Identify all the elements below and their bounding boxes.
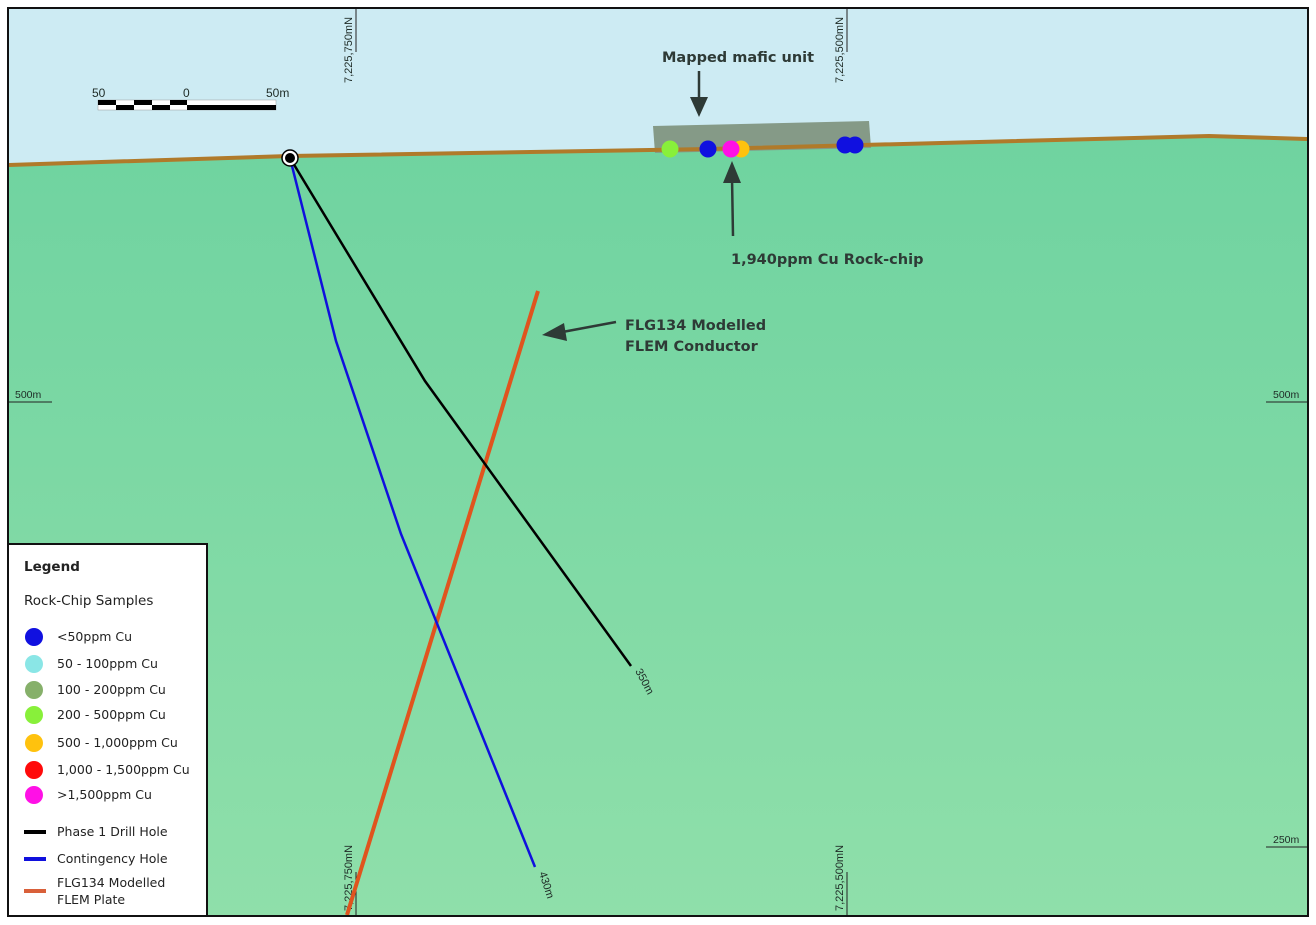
legend-item-label: <50ppm Cu — [57, 629, 133, 644]
sample-dot-icon — [25, 761, 43, 779]
sample-dot-icon — [25, 786, 43, 804]
legend-item-label: 100 - 200ppm Cu — [57, 682, 166, 697]
elevation-label-right-500: 500m — [1273, 389, 1300, 401]
scale-label-zero: 0 — [183, 86, 190, 100]
scale-bar: 50 0 50m — [92, 86, 289, 111]
legend-item-label: 50 - 100ppm Cu — [57, 656, 158, 671]
legend-item-sample: 100 - 200ppm Cu — [24, 679, 166, 701]
rock-chip-samples — [661, 136, 864, 158]
elevation-label-right-250: 250m — [1273, 834, 1300, 846]
legend-title: Legend — [24, 559, 80, 575]
rock-chip-sample-point — [661, 140, 679, 158]
mafic-arrow-head-icon — [690, 97, 708, 117]
drill-collar-center — [285, 153, 295, 163]
rock-chip-arrow-head-icon — [723, 161, 741, 183]
scale-label-right: 50m — [266, 86, 289, 100]
legend-item-label: 1,000 - 1,500ppm Cu — [57, 762, 190, 777]
line-swatch-icon — [24, 889, 46, 893]
legend-item-sample: 500 - 1,000ppm Cu — [24, 732, 178, 754]
flem-arrow-shaft — [556, 320, 617, 335]
legend-panel: Legend Rock-Chip Samples <50ppm Cu 50 - 1… — [9, 543, 208, 915]
legend-item-label: >1,500ppm Cu — [57, 787, 152, 802]
elevation-label-left-500: 500m — [15, 389, 42, 401]
legend-item-sample: >1,500ppm Cu — [24, 784, 152, 806]
contingency-drill-hole — [288, 157, 537, 868]
legend-item-line: Contingency Hole — [24, 848, 168, 870]
legend-item-sample: 200 - 500ppm Cu — [24, 704, 166, 726]
legend-item-sample: <50ppm Cu — [24, 626, 132, 648]
scale-label-left: 50 — [92, 86, 106, 100]
line-swatch-icon — [24, 857, 46, 861]
northing-label-top-right: 7,225,500mN — [834, 17, 846, 83]
cross-section-frame: 7,225,750mN 7,225,500mN 7,225,750mN 7,22… — [7, 7, 1309, 917]
phase1-drill-hole — [288, 157, 633, 667]
flem-modelled-plate — [345, 290, 540, 915]
legend-item-label: 200 - 500ppm Cu — [57, 707, 166, 722]
legend-subtitle: Rock-Chip Samples — [24, 593, 154, 609]
legend-item-line: Phase 1 Drill Hole — [24, 821, 168, 843]
rock-chip-sample-point — [846, 136, 864, 154]
rock-chip-arrow-shaft — [730, 176, 735, 237]
sample-dot-icon — [25, 681, 43, 699]
sample-dot-icon — [25, 706, 43, 724]
cross-section-diagram: 7,225,750mN 7,225,500mN 7,225,750mN 7,22… — [9, 9, 1307, 915]
mafic-unit-annotation: Mapped mafic unit — [662, 50, 814, 66]
sample-dot-icon — [25, 628, 43, 646]
northing-label-top-left: 7,225,750mN — [343, 17, 355, 83]
line-swatch-icon — [24, 830, 46, 834]
legend-item-label: Contingency Hole — [57, 851, 168, 866]
sample-dot-icon — [25, 655, 43, 673]
sample-dot-icon — [25, 734, 43, 752]
legend-item-label: 500 - 1,000ppm Cu — [57, 735, 178, 750]
flem-annotation-line1: FLG134 Modelled — [625, 318, 766, 334]
rock-chip-annotation: 1,940ppm Cu Rock-chip — [731, 252, 923, 268]
rock-chip-sample-point — [722, 140, 740, 158]
northing-label-bottom-right: 7,225,500mN — [834, 845, 846, 911]
legend-item-sample: 1,000 - 1,500ppm Cu — [24, 759, 190, 781]
rock-chip-sample-point — [699, 140, 717, 158]
legend-item-label: Phase 1 Drill Hole — [57, 824, 168, 839]
flem-annotation-line2: FLEM Conductor — [625, 339, 759, 355]
flem-arrow-head-icon — [542, 323, 567, 341]
legend-item-sample: 50 - 100ppm Cu — [24, 653, 158, 675]
